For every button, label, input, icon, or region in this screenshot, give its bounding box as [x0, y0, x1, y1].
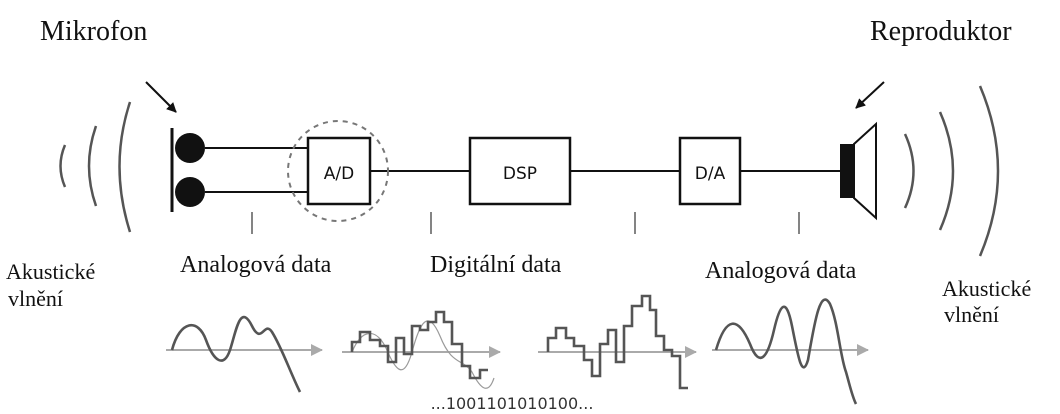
analog-data-right-label: Analogová data: [705, 258, 857, 284]
dac-block: D/A: [678, 136, 742, 206]
dsp-block: DSP: [468, 136, 572, 206]
adc-block: A/D: [306, 136, 372, 206]
acoustic-waves-right-icon: [903, 85, 1000, 257]
acoustic-waves-left-icon: [59, 101, 132, 233]
analog-data-left-label: Analogová data: [180, 252, 332, 278]
acoustic-waves-left-label-line1: Akustické: [6, 259, 95, 284]
speaker-icon: [840, 121, 877, 221]
digital-signal-sketch: [538, 294, 697, 390]
microphone-label: Mikrofon: [40, 16, 147, 47]
microphone-pointer-arrow: [145, 81, 177, 113]
analog-signal-sketch-right: [712, 298, 869, 405]
microphone-icon: [170, 128, 205, 212]
adc-highlight-circle: [287, 120, 389, 222]
speaker-pointer-arrow: [855, 81, 885, 109]
signal-wires: [205, 147, 840, 193]
acoustic-waves-right-label-line2: vlnění: [944, 302, 999, 327]
adc-label: A/D: [324, 164, 354, 184]
section-ticks: [251, 212, 800, 234]
bitstream-label: ...1001101010100...: [431, 394, 594, 413]
digital-data-label: Digitální data: [430, 252, 562, 278]
dsp-label: DSP: [503, 164, 537, 184]
dac-label: D/A: [695, 164, 726, 184]
acoustic-waves-left-label-line2: vlnění: [8, 286, 63, 311]
sampled-signal-sketch: [342, 310, 501, 389]
acoustic-waves-right-label-line1: Akustické: [942, 276, 1031, 301]
analog-signal-sketch-left: [166, 315, 323, 393]
speaker-label: Reproduktor: [870, 16, 1012, 47]
